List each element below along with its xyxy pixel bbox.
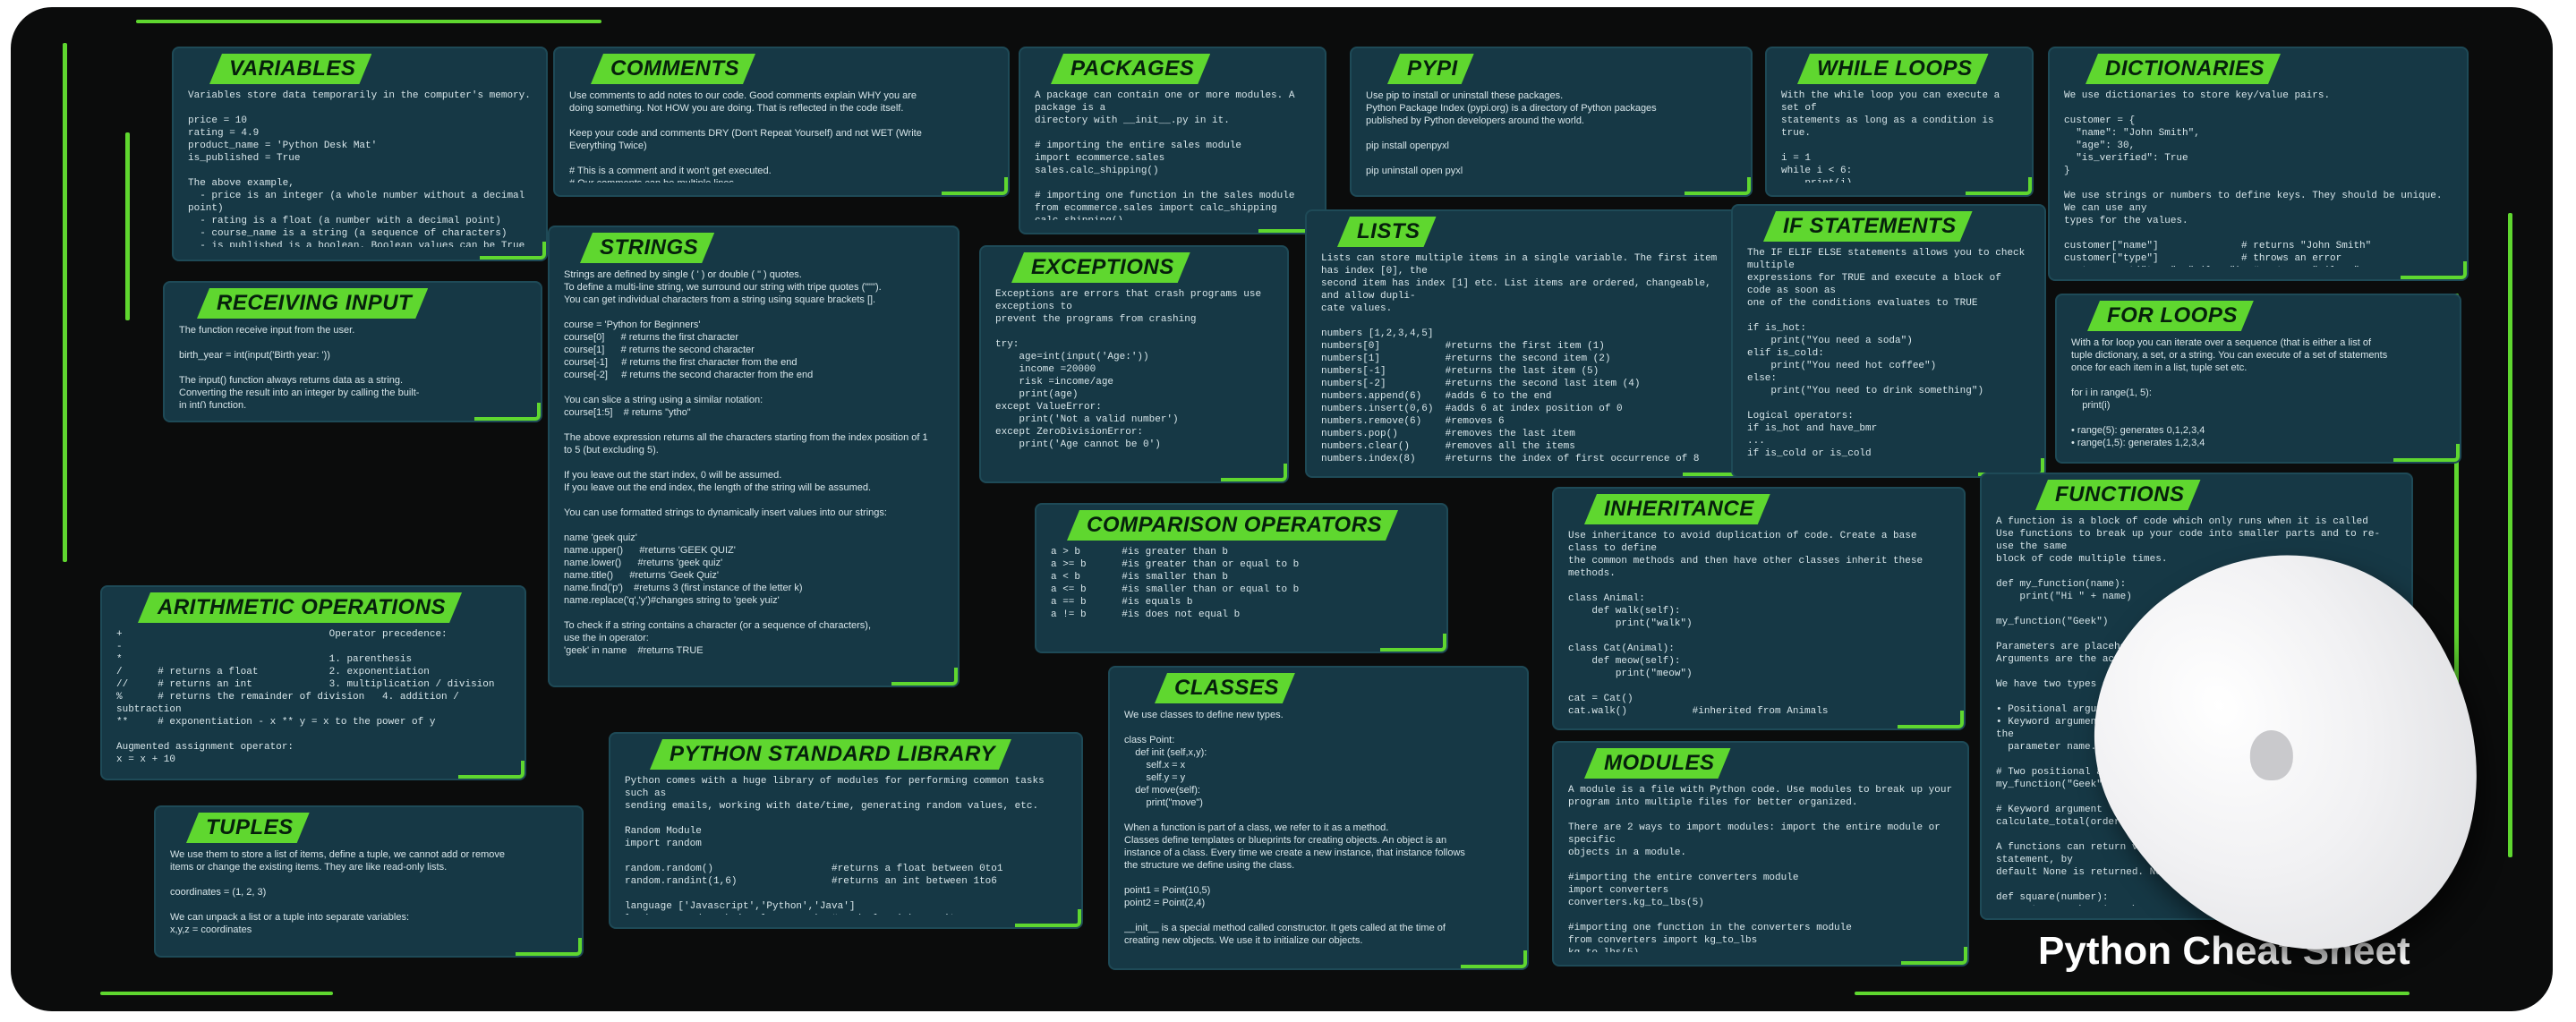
frame-line-right-inner <box>2454 294 2459 741</box>
card-arithmetic-operations: ARITHMETIC OPERATIONS + Operator precede… <box>100 585 526 780</box>
card-while-loops-title: WHILE LOOPS <box>1797 54 1989 84</box>
card-comments: COMMENTS Use comments to add notes to ou… <box>553 47 1010 197</box>
card-exceptions-body: Exceptions are errors that crash program… <box>995 289 1262 450</box>
card-modules: MODULES A module is a file with Python c… <box>1552 741 1969 967</box>
card-pypi-title: PYPI <box>1387 54 1474 84</box>
card-if-statements: IF STATEMENTS The IF ELIF ELSE statement… <box>1731 204 2046 478</box>
card-variables-title: VARIABLES <box>209 54 371 84</box>
frame-line-right <box>2508 213 2512 857</box>
card-dictionaries: DICTIONARIES We use dictionaries to stor… <box>2048 47 2469 281</box>
card-lists: LISTS Lists can store multiple items in … <box>1305 209 1751 478</box>
frame-line-left-outer <box>63 43 67 562</box>
card-exceptions: EXCEPTIONS Exceptions are errors that cr… <box>979 245 1289 483</box>
card-pypi-body: Use pip to install or uninstall these pa… <box>1366 90 1657 176</box>
card-modules-title: MODULES <box>1584 748 1731 779</box>
card-receiving-input-body: The function receive input from the user… <box>179 325 420 408</box>
card-while-loops-body: With the while loop you can execute a se… <box>1781 90 2000 183</box>
apple-logo-icon <box>2249 729 2293 780</box>
card-inheritance-body: Use inheritance to avoid duplication of … <box>1568 531 1923 716</box>
card-functions-title: FUNCTIONS <box>2035 480 2201 510</box>
frame-line-top <box>136 20 601 23</box>
card-while-loops: WHILE LOOPS With the while loop you can … <box>1765 47 2034 197</box>
card-pypi: PYPI Use pip to install or uninstall the… <box>1350 47 1753 197</box>
card-arithmetic-operations-title: ARITHMETIC OPERATIONS <box>138 592 462 623</box>
card-classes-title: CLASSES <box>1155 673 1295 703</box>
card-python-standard-library: PYTHON STANDARD LIBRARY Python comes wit… <box>609 732 1083 929</box>
card-receiving-input-title: RECEIVING INPUT <box>197 288 428 319</box>
card-variables-body: Variables store data temporarily in the … <box>188 90 531 247</box>
card-classes-body: We use classes to define new types. clas… <box>1124 710 1465 946</box>
card-packages-title: PACKAGES <box>1051 54 1210 84</box>
card-classes: CLASSES We use classes to define new typ… <box>1108 666 1529 970</box>
card-inheritance-title: INHERITANCE <box>1584 494 1770 524</box>
card-python-standard-library-body: Python comes with a huge library of modu… <box>625 776 1045 915</box>
card-for-loops-title: FOR LOOPS <box>2087 301 2254 331</box>
card-arithmetic-operations-body: + Operator precedence: - * 1. parenthesi… <box>116 629 495 765</box>
card-modules-body: A module is a file with Python code. Use… <box>1568 785 1953 952</box>
card-if-statements-body: The IF ELIF ELSE statements allows you t… <box>1747 248 2026 464</box>
desk-mat: VARIABLES Variables store data temporari… <box>11 7 2553 1011</box>
card-comparison-operators-body: a > b #is greater than b a >= b #is grea… <box>1051 547 1300 620</box>
card-strings: STRINGS Strings are defined by single ( … <box>548 226 960 687</box>
card-if-statements-title: IF STATEMENTS <box>1763 211 1973 242</box>
card-strings-body: Strings are defined by single ( ' ) or d… <box>564 269 928 656</box>
card-exceptions-title: EXCEPTIONS <box>1011 252 1190 283</box>
card-comments-title: COMMENTS <box>591 54 755 84</box>
card-inheritance: INHERITANCE Use inheritance to avoid dup… <box>1552 487 1966 730</box>
card-comparison-operators-title: COMPARISON OPERATORS <box>1067 510 1398 541</box>
card-python-standard-library-title: PYTHON STANDARD LIBRARY <box>650 739 1011 770</box>
card-strings-title: STRINGS <box>580 233 714 263</box>
card-for-loops: FOR LOOPS With a for loop you can iterat… <box>2055 294 2461 464</box>
card-dictionaries-title: DICTIONARIES <box>2086 54 2281 84</box>
card-variables: VARIABLES Variables store data temporari… <box>172 47 548 261</box>
card-comments-body: Use comments to add notes to our code. G… <box>569 90 922 183</box>
card-tuples: TUPLES We use them to store a list of it… <box>154 805 584 958</box>
card-packages-body: A package can contain one or more module… <box>1035 90 1295 220</box>
card-for-loops-body: With a for loop you can iterate over a s… <box>2071 337 2388 448</box>
card-lists-body: Lists can store multiple items in a sing… <box>1321 253 1718 464</box>
card-receiving-input: RECEIVING INPUT The function receive inp… <box>163 281 542 422</box>
card-tuples-title: TUPLES <box>186 813 310 843</box>
frame-line-bottom <box>1855 992 2410 995</box>
card-dictionaries-body: We use dictionaries to store key/value p… <box>2064 90 2443 267</box>
card-packages: PACKAGES A package can contain one or mo… <box>1019 47 1326 234</box>
card-comparison-operators: COMPARISON OPERATORS a > b #is greater t… <box>1035 503 1448 653</box>
card-lists-title: LISTS <box>1337 217 1437 247</box>
card-tuples-body: We use them to store a list of items, de… <box>170 849 505 935</box>
frame-line-bottom-left <box>100 992 333 995</box>
frame-line-left-inner <box>125 132 130 320</box>
